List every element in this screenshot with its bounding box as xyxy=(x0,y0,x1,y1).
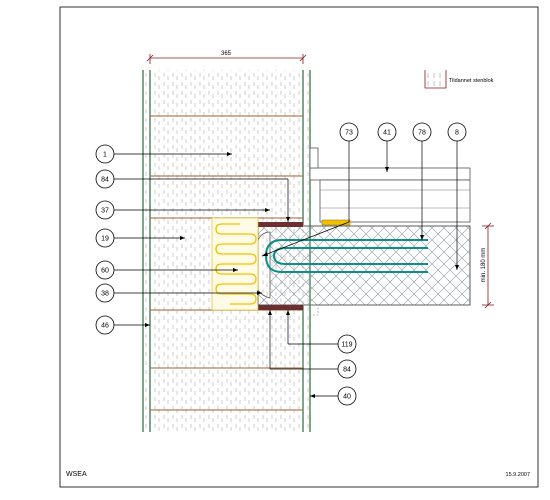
svg-text:60: 60 xyxy=(101,268,109,275)
svg-text:8: 8 xyxy=(455,130,459,137)
callout-leaders xyxy=(114,141,458,397)
callout-bubble: 78 xyxy=(412,122,432,142)
svg-text:73: 73 xyxy=(345,130,353,137)
svg-text:37: 37 xyxy=(101,208,109,215)
callout-bubble: 84 xyxy=(337,359,357,379)
footer-date: 15.9.2007 xyxy=(506,472,530,478)
callout-bubble: 41 xyxy=(377,122,397,142)
svg-text:38: 38 xyxy=(101,291,109,298)
floor-slab xyxy=(309,147,471,226)
legend-label: Tildannet stenblok xyxy=(449,78,494,84)
svg-text:78: 78 xyxy=(418,130,426,137)
callout-bubble: 19 xyxy=(95,228,115,248)
height-dimension: min. 180 mm xyxy=(481,222,494,309)
callout-bubble: 37 xyxy=(95,200,115,220)
concrete-slab xyxy=(257,225,471,306)
top-callouts: 73 41 78 8 xyxy=(339,122,467,142)
callout-bubble: 8 xyxy=(447,122,467,142)
callout-bubble: 38 xyxy=(95,283,115,303)
svg-text:1: 1 xyxy=(103,152,107,159)
height-dimension-label: min. 180 mm xyxy=(481,248,487,283)
bottom-callouts: 119 84 40 xyxy=(337,334,357,406)
svg-text:19: 19 xyxy=(101,236,109,243)
bearing-pads xyxy=(258,222,303,310)
svg-text:119: 119 xyxy=(341,342,352,349)
svg-text:40: 40 xyxy=(343,394,351,401)
slab-edge-detail xyxy=(257,290,270,306)
callout-bubble: 1 xyxy=(95,144,115,164)
dimension-width-label: 365 xyxy=(221,51,232,57)
svg-text:46: 46 xyxy=(101,323,109,330)
insulation xyxy=(211,217,259,311)
callout-arrowheads xyxy=(145,152,459,398)
svg-text:84: 84 xyxy=(101,177,109,184)
callout-bubble: 119 xyxy=(337,334,357,354)
callout-bubble: 40 xyxy=(337,386,357,406)
callout-bubble: 60 xyxy=(95,260,115,280)
dimension-line: 365 xyxy=(146,51,307,64)
drawing-frame xyxy=(59,6,539,488)
callout-bubble: 46 xyxy=(95,315,115,335)
footer-company: WSEA xyxy=(66,471,87,478)
legend: Tildannet stenblok xyxy=(424,70,494,89)
svg-text:41: 41 xyxy=(383,130,391,137)
left-callouts: 1 84 37 19 60 38 46 xyxy=(95,144,115,335)
svg-text:84: 84 xyxy=(343,367,351,374)
callout-bubble: 84 xyxy=(95,169,115,189)
callout-bubble: 73 xyxy=(339,122,359,142)
